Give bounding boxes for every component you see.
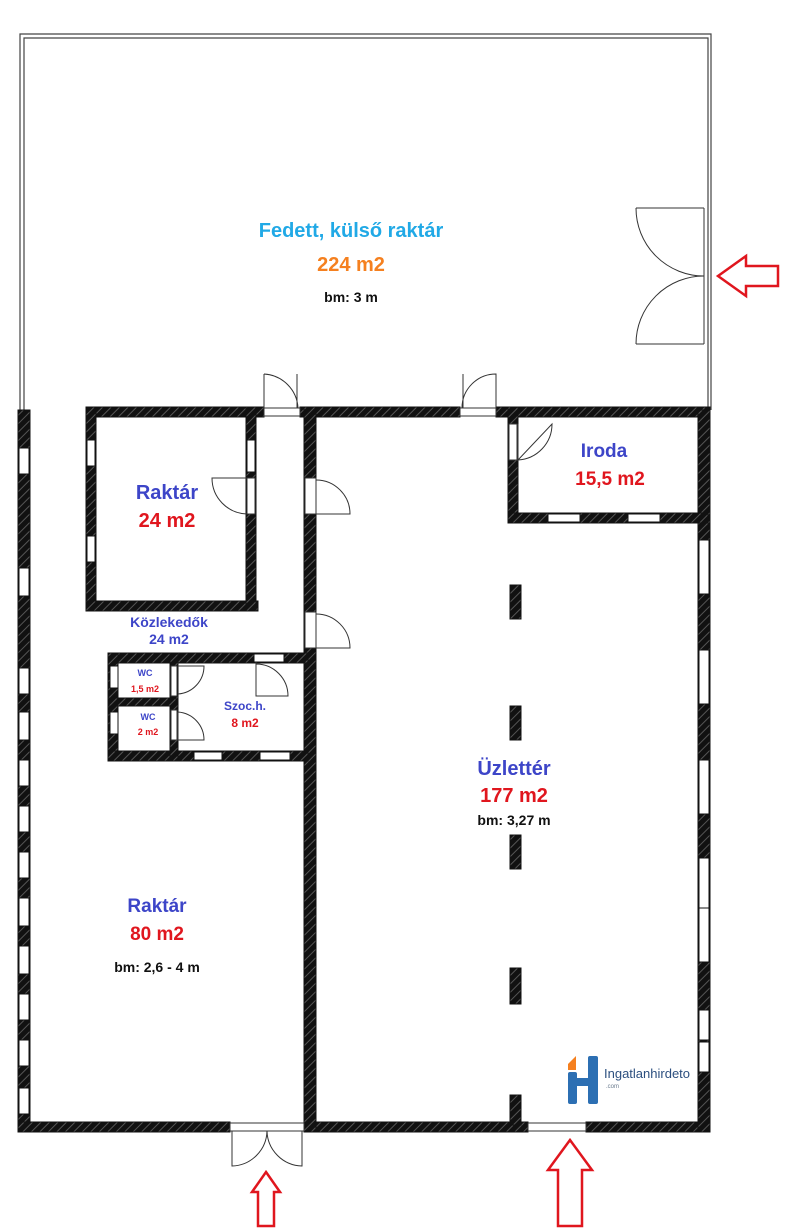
social-area: 8 m2 [231,716,259,730]
windows-right [698,539,710,1073]
storage-small-name: Raktár [135,482,199,504]
wc2-name: WC [140,712,156,722]
windows-left [18,447,30,1115]
windows-inner [86,439,661,761]
door-swing-icon [263,373,497,417]
corridor-area: 24 m2 [149,631,189,647]
covered-storage-area: 224 m2 [317,254,385,276]
door-swing-icon [170,422,553,741]
logo-subtext: .com [606,1084,620,1090]
covered-storage-outline [19,33,712,410]
shop-name: Üzlettér [477,758,551,780]
storage-large-height: bm: 2,6 - 4 m [114,959,200,975]
door-swing-icon [229,1122,587,1167]
social-name: Szoc.h. [223,699,267,713]
office-name: Iroda [580,441,628,462]
storage-large-area: 80 m2 [130,924,184,945]
covered-storage-height: bm: 3 m [324,289,378,305]
corridor-name: Közlekedők [130,614,208,630]
logo-text: Ingatlanhirdeto [604,1066,691,1081]
double-door-icon [635,207,705,345]
covered-storage-name: Fedett, külső raktár [258,220,444,242]
shop-area: 177 m2 [480,785,548,807]
watermark-logo: Ingatlanhirdeto .com [566,1054,716,1110]
building-walls [17,406,711,1133]
wc1-area: 1,5 m2 [130,684,160,694]
office-area: 15,5 m2 [575,469,645,490]
wc2-area: 2 m2 [137,727,159,737]
entrance-arrow-icon [249,253,780,1228]
shop-height: bm: 3,27 m [477,812,551,828]
storage-large-name: Raktár [127,896,187,917]
storage-small-area: 24 m2 [138,510,196,532]
wc1-name: WC [137,668,153,678]
logo-house-icon [568,1056,598,1104]
